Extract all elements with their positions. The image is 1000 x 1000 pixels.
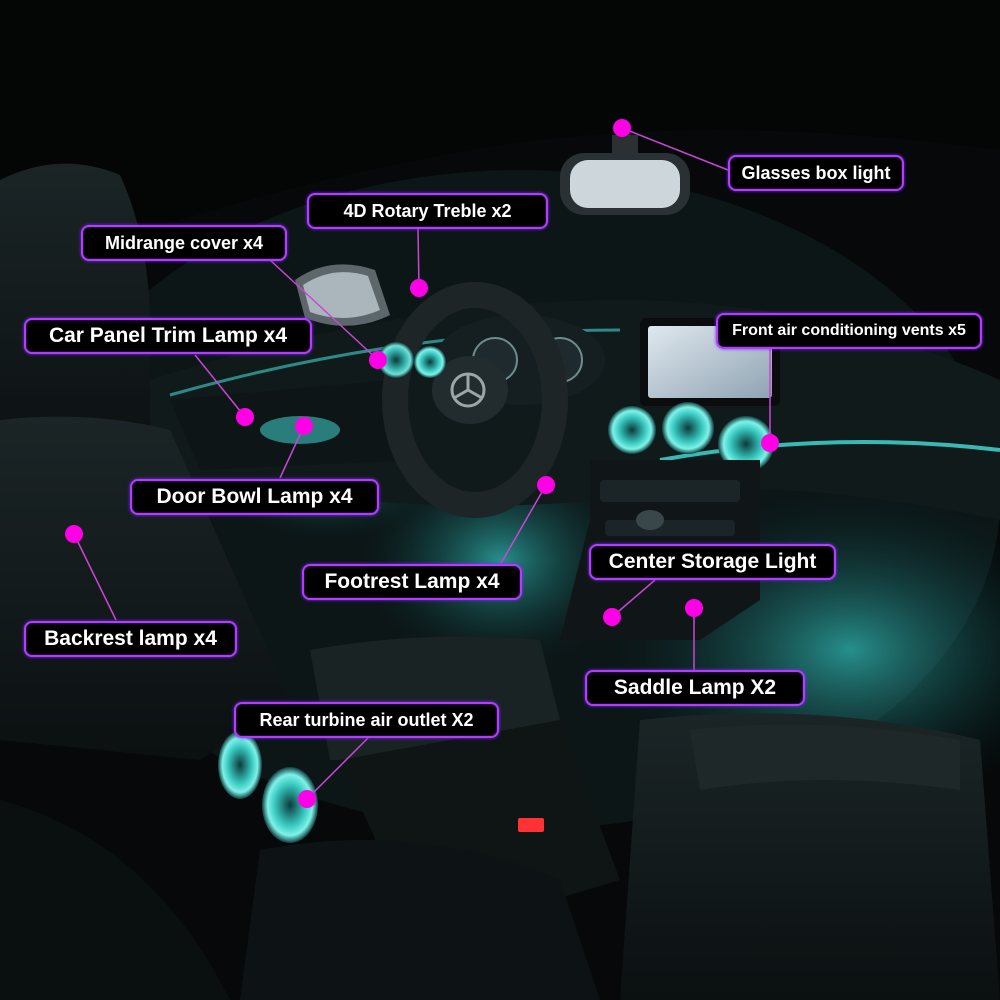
label-glasses-box-light: Glasses box light — [728, 155, 904, 191]
label-backrest-lamp: Backrest lamp x4 — [24, 621, 237, 657]
label-door-bowl-lamp: Door Bowl Lamp x4 — [130, 479, 379, 515]
label-center-storage-light: Center Storage Light — [589, 544, 836, 580]
label-front-air-conditioning-vents: Front air conditioning vents x5 — [716, 313, 982, 349]
label-car-panel-trim-lamp: Car Panel Trim Lamp x4 — [24, 318, 312, 354]
label-saddle-lamp: Saddle Lamp X2 — [585, 670, 805, 706]
label-rear-turbine-air-outlet: Rear turbine air outlet X2 — [234, 702, 499, 738]
label-rotary-treble: 4D Rotary Treble x2 — [307, 193, 548, 229]
label-midrange-cover: Midrange cover x4 — [81, 225, 287, 261]
label-footrest-lamp: Footrest Lamp x4 — [302, 564, 522, 600]
